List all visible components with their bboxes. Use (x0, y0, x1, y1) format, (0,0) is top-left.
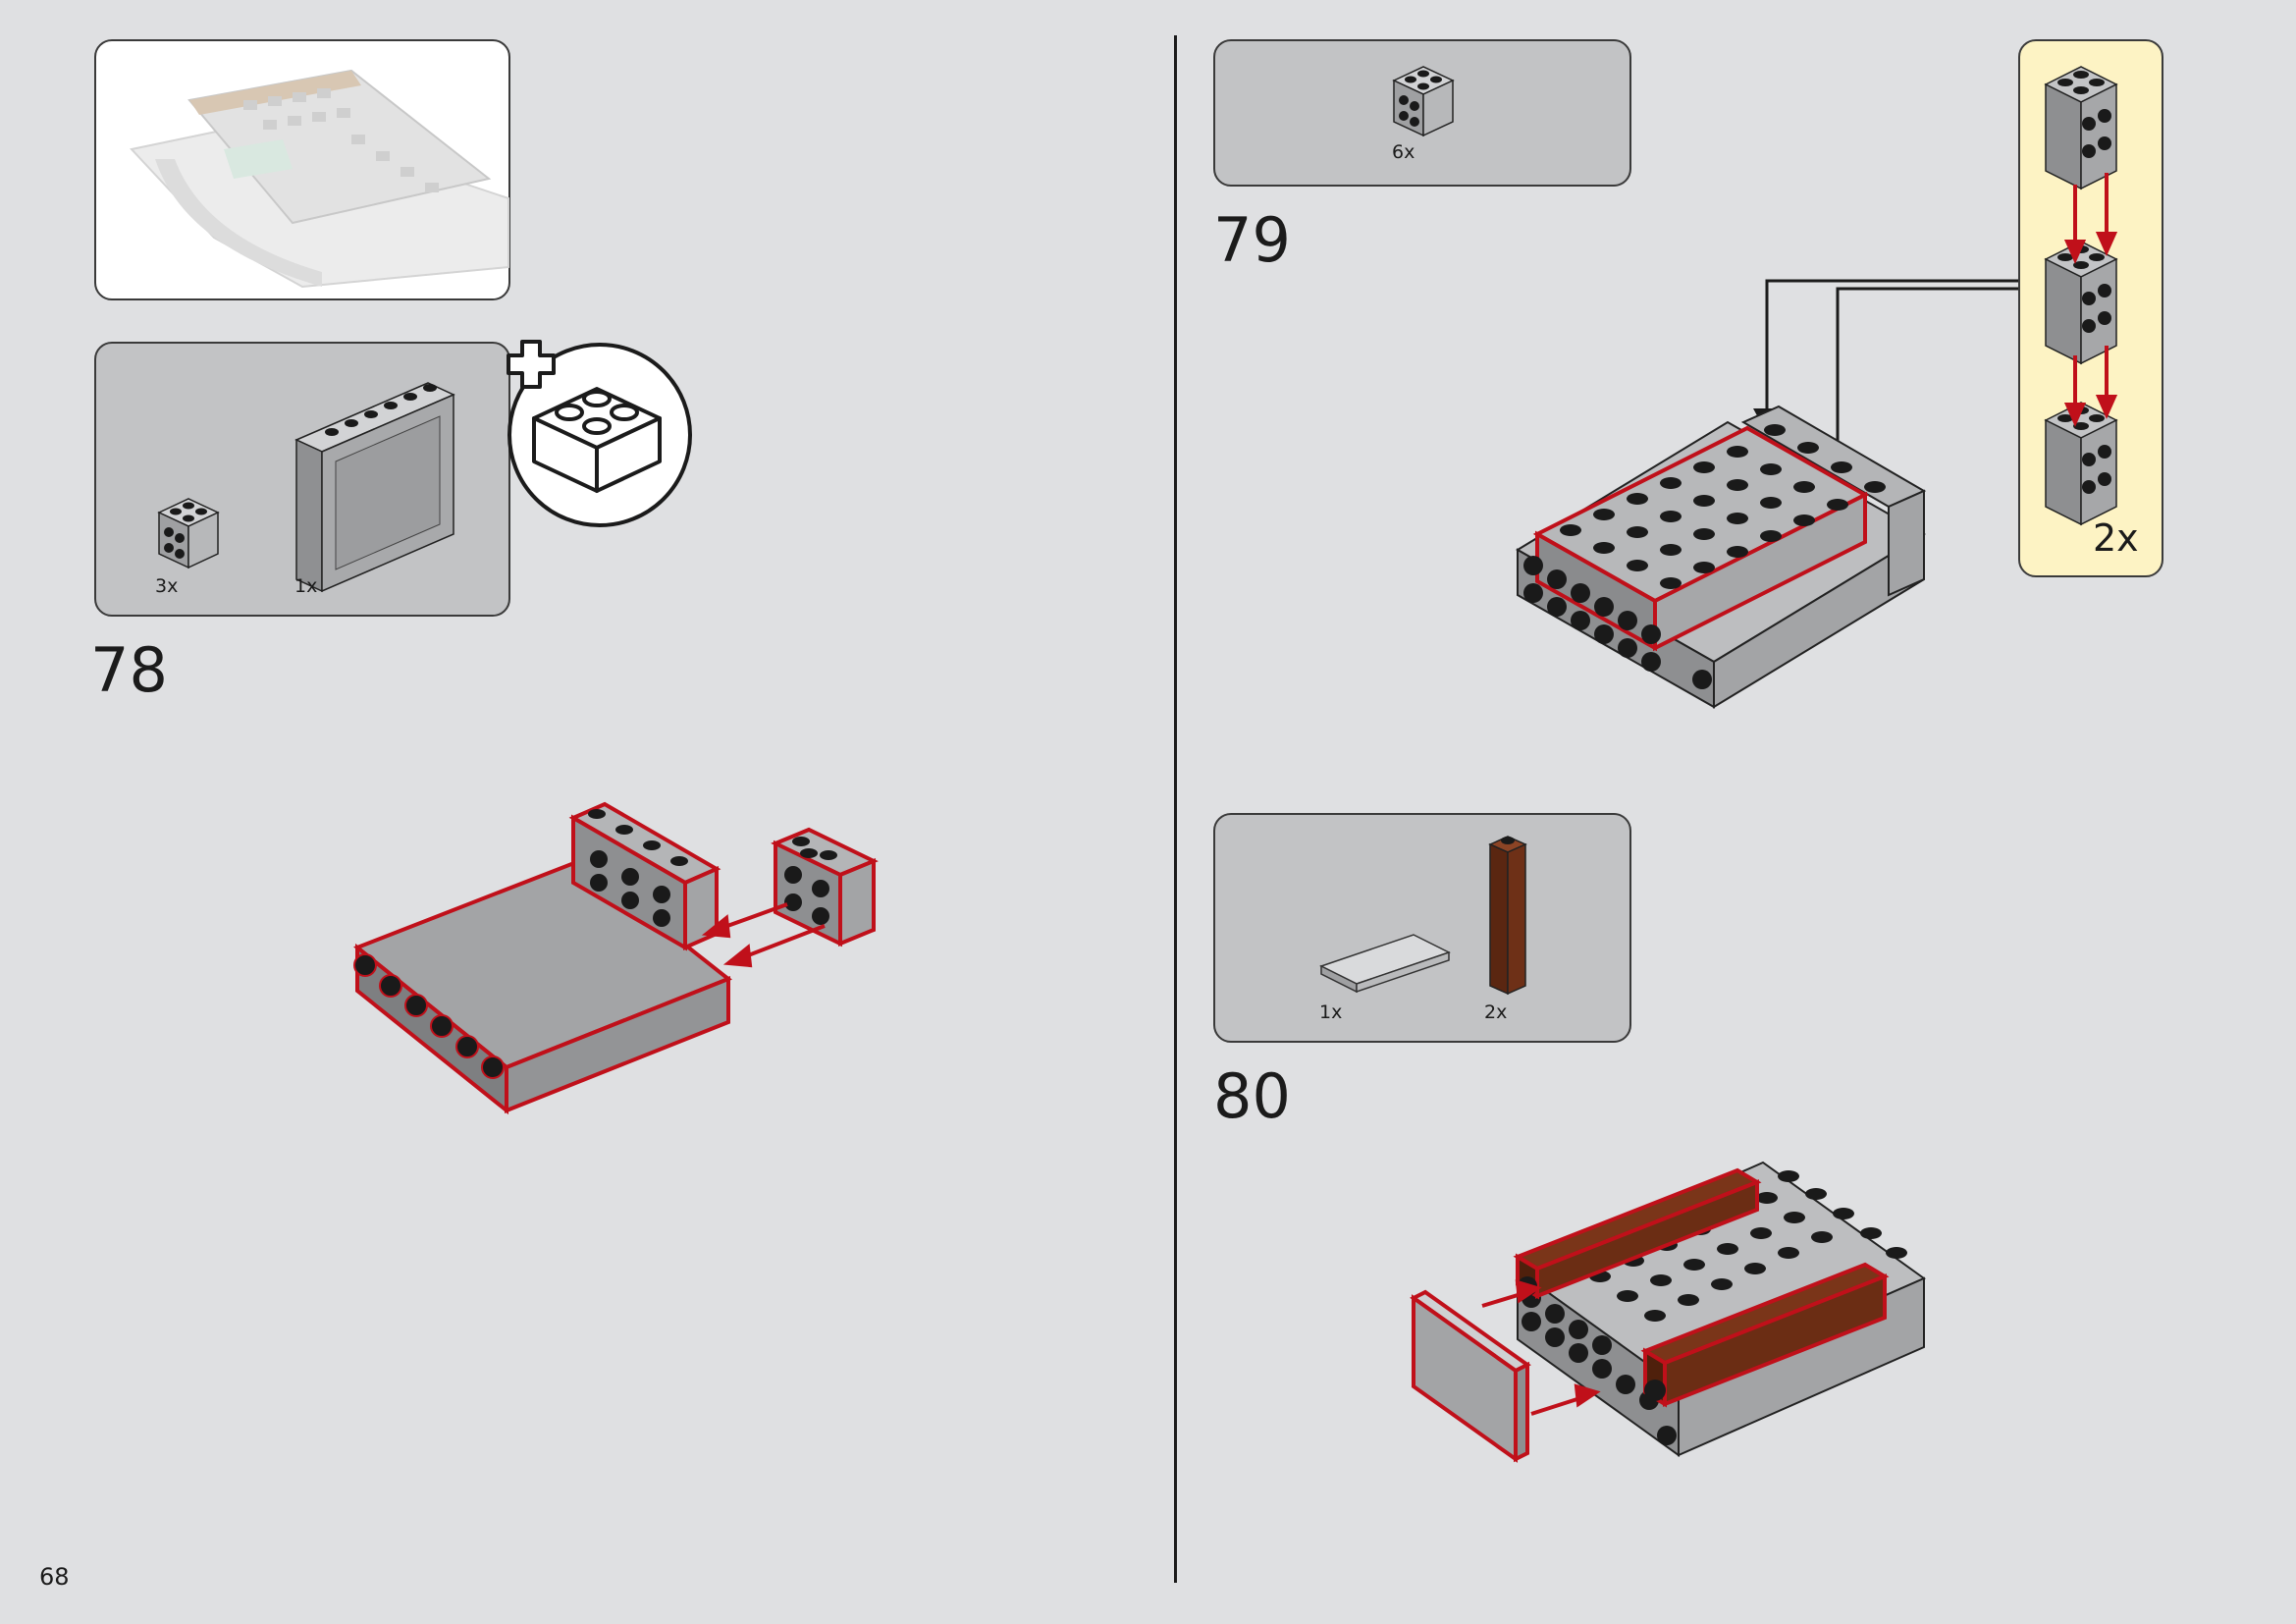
tile-2x4-icon (1319, 934, 1451, 994)
step-80-part-1-qty: 1x (1319, 1001, 1343, 1023)
sub-assembly-callout: 2x (2018, 39, 2163, 577)
page-number: 68 (39, 1563, 70, 1591)
step-78-assembly (353, 801, 879, 1115)
step-79-number: 79 (1213, 204, 1291, 276)
step-79-assembly (1516, 279, 2018, 709)
brick-2x2-icon (157, 498, 220, 569)
step-80-parts-panel: 1x 2x (1213, 813, 1631, 1043)
brick-1x1x5-brown-icon (1488, 836, 1527, 996)
brick-2x2-icon (1392, 66, 1455, 137)
step-78-part-2-qty: 1x (294, 575, 318, 597)
page-divider (1174, 35, 1177, 1583)
step-78-number: 78 (90, 634, 168, 706)
step-79-parts-panel: 6x (1213, 39, 1631, 187)
add-sub-build-icon (507, 340, 692, 527)
model-overview-panel (94, 39, 510, 300)
step-79-part-1-qty: 6x (1392, 141, 1415, 163)
step-80-part-2-qty: 2x (1484, 1001, 1508, 1023)
brick-stack-illustration (2044, 66, 2118, 526)
step-78-part-1-qty: 3x (155, 575, 179, 597)
panel-1x6x5-icon (294, 382, 455, 593)
model-overview-illustration (130, 69, 509, 289)
step-80-number: 80 (1213, 1060, 1291, 1132)
callout-multiplier: 2x (2093, 516, 2139, 560)
step-80-assembly (1410, 1161, 1927, 1463)
step-78-parts-panel: 3x 1x (94, 342, 510, 617)
